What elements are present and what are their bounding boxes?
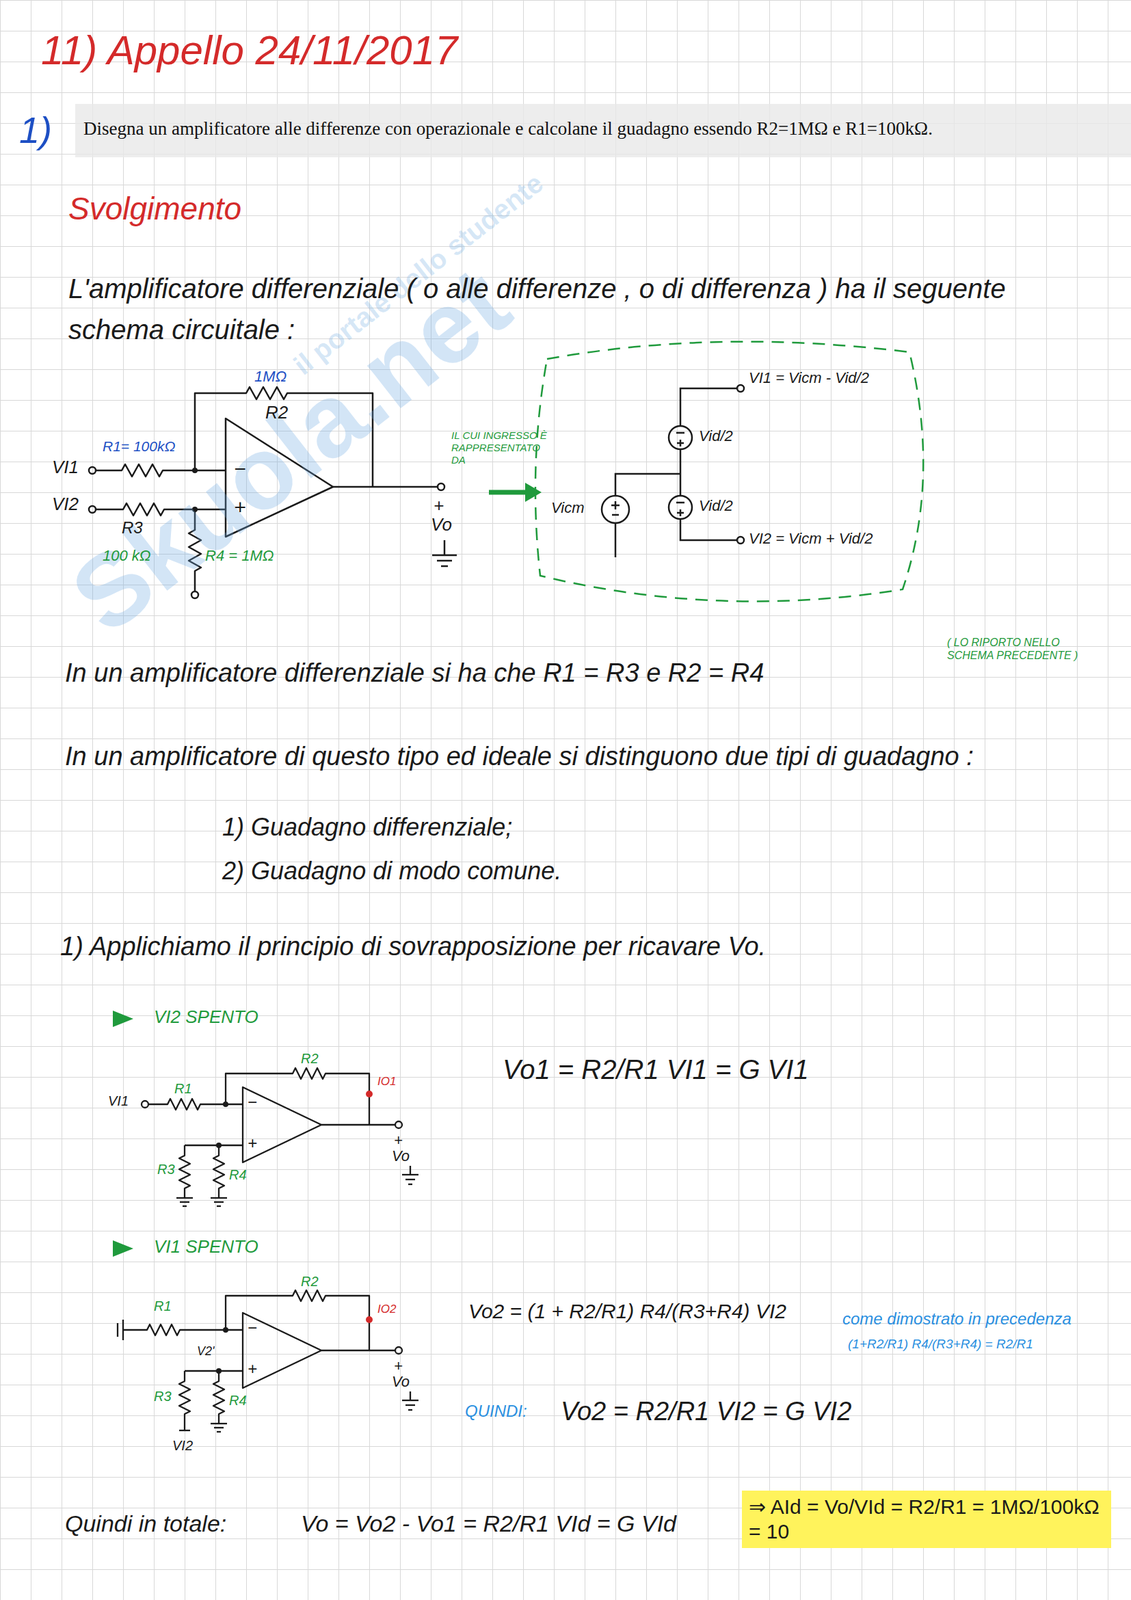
dashed-region bbox=[535, 341, 924, 602]
resistor-value: R1= 100kΩ bbox=[102, 437, 176, 455]
body-text: In un amplificatore differenziale si ha … bbox=[64, 657, 764, 690]
resistor-value: 1MΩ bbox=[254, 367, 287, 386]
body-text: 1) Applichiamo il principio di sovrappos… bbox=[60, 931, 766, 963]
source-label: Vid/2 bbox=[698, 497, 734, 515]
component-label: R3 bbox=[153, 1388, 172, 1405]
component-label: R3 bbox=[121, 518, 143, 539]
pin-sign: + bbox=[247, 1359, 258, 1380]
formula: Vo2 = (1 + R2/R1) R4/(R3+R4) VI2 bbox=[468, 1299, 787, 1324]
component-label: R1 bbox=[174, 1080, 193, 1097]
callout-number: 1) bbox=[19, 108, 52, 153]
component-label: R2 bbox=[265, 402, 288, 424]
pin-sign: + bbox=[433, 495, 444, 517]
circuit-3 bbox=[117, 1290, 419, 1432]
component-label: R4 bbox=[229, 1166, 247, 1183]
signal-name: VI2 bbox=[172, 1437, 193, 1454]
signal-name: Vo bbox=[391, 1373, 410, 1391]
component-label: R1 bbox=[153, 1297, 172, 1315]
pin-sign: + bbox=[247, 1133, 258, 1154]
case-heading: VI2 SPENTO bbox=[153, 1006, 259, 1028]
pin-sign: + bbox=[393, 1131, 403, 1150]
input-sources bbox=[601, 384, 744, 558]
pin-sign: − bbox=[247, 1318, 258, 1339]
pin-sign: − bbox=[233, 456, 247, 482]
current-marker bbox=[365, 1090, 373, 1098]
component-label: R3 bbox=[157, 1161, 176, 1178]
circuit-2 bbox=[141, 1068, 419, 1207]
signal-name: VI2 bbox=[51, 493, 79, 515]
question-text: Disegna un amplificatore alle differenze… bbox=[83, 117, 1123, 140]
formula: Vo2 = R2/R1 VI2 = G VI2 bbox=[560, 1396, 852, 1428]
node-label: V2' bbox=[196, 1344, 215, 1360]
resistor-value: 100 kΩ bbox=[102, 547, 152, 565]
annotation-note: IL CUI INGRESSO È RAPPRESENTATO DA bbox=[451, 429, 548, 467]
component-label: R4 bbox=[229, 1392, 247, 1409]
current-marker bbox=[365, 1316, 373, 1324]
signal-name: VI1 bbox=[108, 1092, 129, 1110]
body-text: L'amplificatore differenziale ( o alle d… bbox=[68, 268, 1054, 351]
resistor-value: R4 = 1MΩ bbox=[205, 547, 275, 565]
pin-sign: − bbox=[247, 1092, 258, 1113]
signal-name: Vo bbox=[430, 514, 452, 536]
component-label: R2 bbox=[300, 1273, 319, 1290]
annotation-note: QUINDI: bbox=[464, 1401, 528, 1422]
page-title: 11) Appello 24/11/2017 bbox=[41, 25, 458, 76]
pin-sign: + bbox=[393, 1357, 403, 1376]
body-text: Quindi in totale: bbox=[64, 1509, 227, 1538]
annotation-note: ( LO RIPORTO NELLO SCHEMA PRECEDENTE ) bbox=[947, 635, 1084, 662]
annotation-formula: (1+R2/R1) R4/(R3+R4) = R2/R1 bbox=[847, 1336, 1034, 1353]
formula: Vo1 = R2/R1 VI1 = G VI1 bbox=[502, 1053, 809, 1086]
result-formula: ⇒ AId = Vo/VId = R2/R1 = 1MΩ/100kΩ = 10 bbox=[741, 1490, 1112, 1549]
body-text: In un amplificatore di questo tipo ed id… bbox=[64, 737, 1064, 777]
signal-name: VI1 bbox=[51, 456, 79, 478]
bullet-triangles bbox=[112, 1010, 134, 1257]
current-label: IO1 bbox=[377, 1074, 396, 1089]
pin-sign: + bbox=[233, 495, 247, 520]
annotation-note: come dimostrato in precedenza bbox=[842, 1309, 1072, 1330]
signal-formula: VI2 = Vicm + Vid/2 bbox=[748, 529, 873, 548]
green-arrow bbox=[488, 482, 542, 502]
signal-name: Vo bbox=[391, 1147, 410, 1166]
component-label: R2 bbox=[300, 1050, 319, 1067]
current-label: IO2 bbox=[377, 1302, 396, 1317]
list-item: 1) Guadagno differenziale; bbox=[222, 812, 513, 842]
question-band bbox=[75, 103, 1131, 158]
source-label: Vicm bbox=[551, 499, 585, 517]
formula: Vo = Vo2 - Vo1 = R2/R1 VId = G VId bbox=[300, 1509, 677, 1538]
case-heading: VI1 SPENTO bbox=[153, 1236, 259, 1258]
list-item: 2) Guadagno di modo comune. bbox=[222, 856, 562, 886]
signal-formula: VI1 = Vicm - Vid/2 bbox=[748, 369, 870, 388]
source-label: Vid/2 bbox=[698, 427, 734, 446]
section-heading: Svolgimento bbox=[68, 190, 242, 228]
